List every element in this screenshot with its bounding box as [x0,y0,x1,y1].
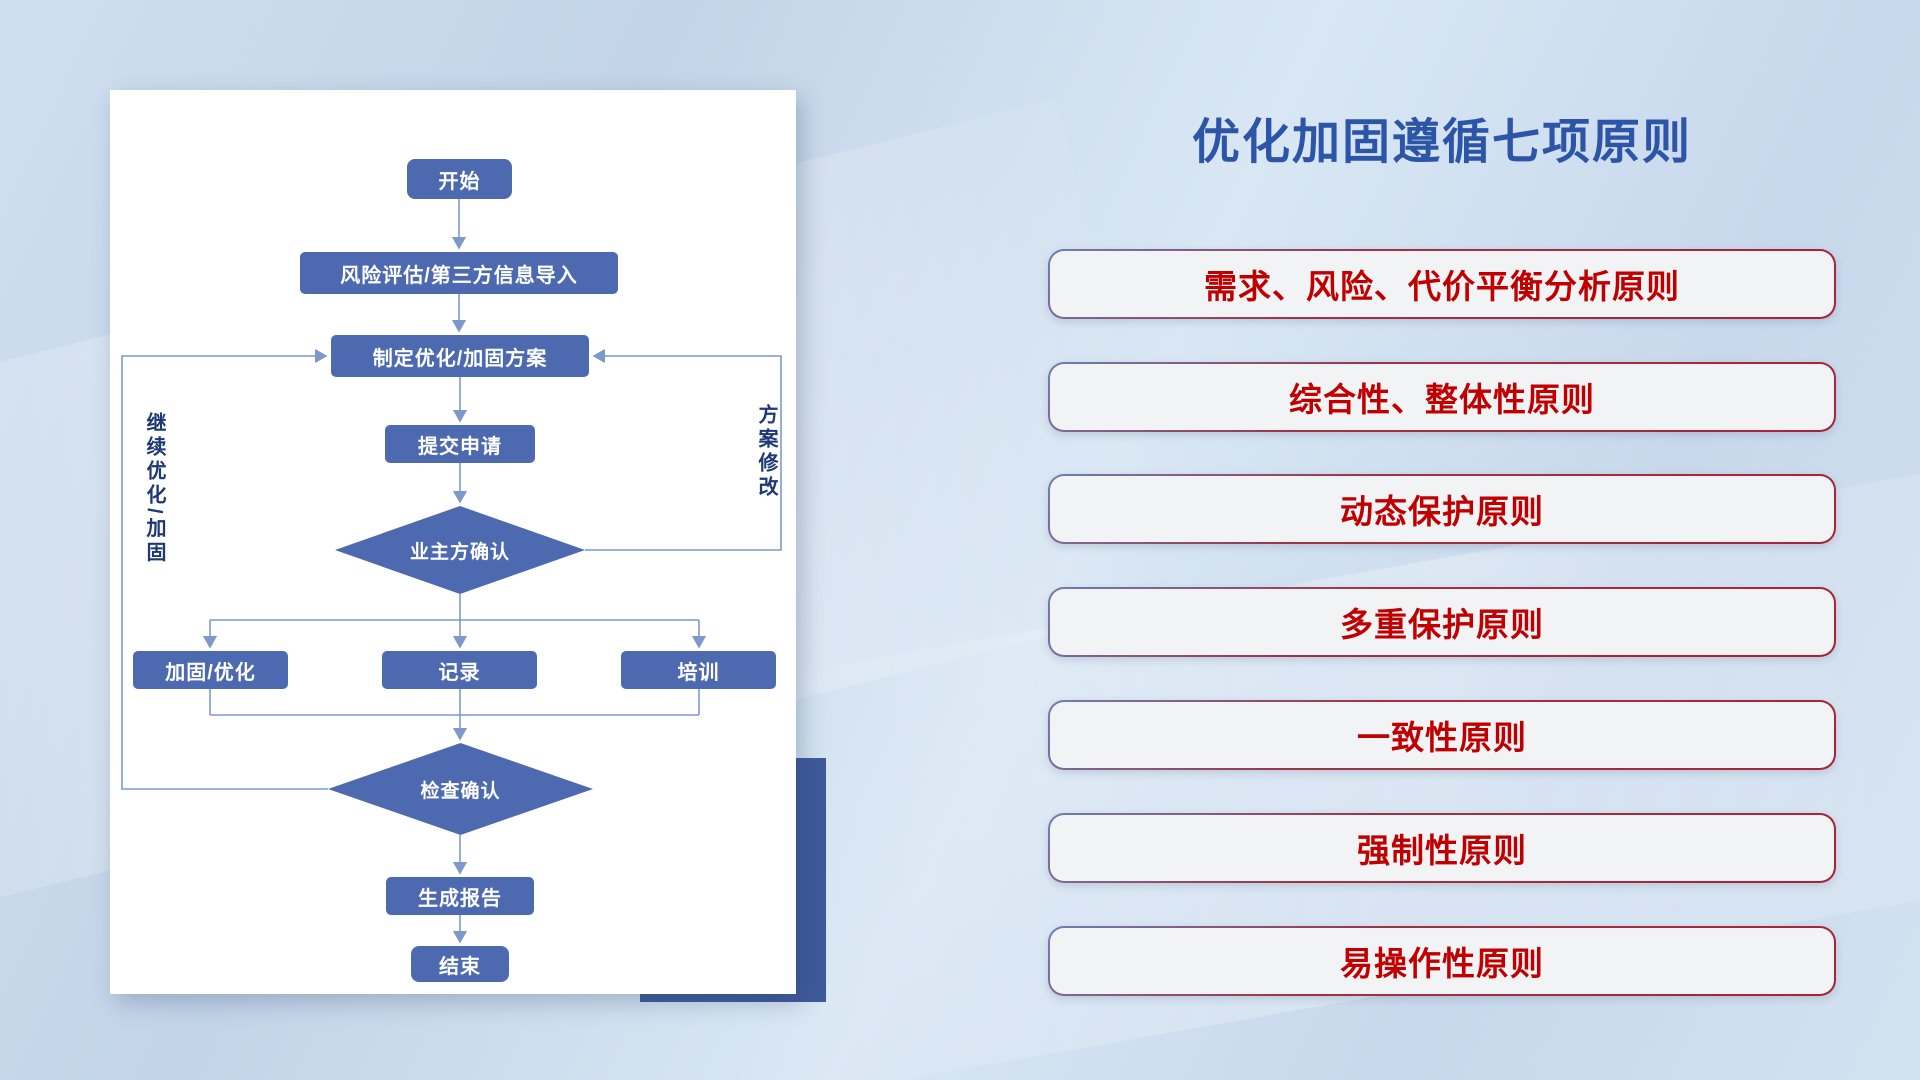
principles-title: 优化加固遵循七项原则 [1191,116,1692,169]
right-loop-label: 方案修改 [755,404,777,500]
principle-item-surface: 动态保护原则 [1050,476,1834,542]
flow-node-submit: 提交申请 [385,425,535,463]
flow-node-training: 培训 [621,651,776,689]
flow-node-start: 开始 [407,159,512,199]
principle-label: 强制性原则 [1357,832,1527,869]
flow-node-report: 生成报告 [386,877,534,915]
principle-item-surface: 需求、风险、代价平衡分析原则 [1050,251,1834,317]
principle-item-7: 易操作性原则 [1048,926,1836,996]
principle-item-surface: 一致性原则 [1050,702,1834,768]
flow-node-record: 记录 [382,651,537,689]
principle-item-surface: 易操作性原则 [1050,928,1834,994]
flow-node-make-plan: 制定优化/加固方案 [331,335,589,377]
left-loop-label: 继续优化/加固 [143,412,165,566]
principle-item-surface: 多重保护原则 [1050,589,1834,655]
principle-item-5: 一致性原则 [1048,700,1836,770]
flow-node-risk-import: 风险评估/第三方信息导入 [300,252,618,294]
principle-label: 多重保护原则 [1340,606,1544,643]
principle-label: 易操作性原则 [1340,945,1544,982]
principle-label: 需求、风险、代价平衡分析原则 [1204,268,1680,305]
principle-item-2: 综合性、整体性原则 [1048,362,1836,432]
principle-item-4: 多重保护原则 [1048,587,1836,657]
principle-item-6: 强制性原则 [1048,813,1836,883]
principle-label: 动态保护原则 [1340,493,1544,530]
principle-item-surface: 综合性、整体性原则 [1050,364,1834,430]
principle-item-3: 动态保护原则 [1048,474,1836,544]
flowchart-card: 开始 风险评估/第三方信息导入 制定优化/加固方案 提交申请 业主方确认 加固/… [110,90,796,994]
principle-label: 综合性、整体性原则 [1289,381,1595,418]
principle-label: 一致性原则 [1357,719,1527,756]
flow-node-end: 结束 [411,946,509,982]
flow-node-reinforce: 加固/优化 [133,651,288,689]
principle-item-1: 需求、风险、代价平衡分析原则 [1048,249,1836,319]
flowchart-connectors [121,199,782,944]
principle-item-surface: 强制性原则 [1050,815,1834,881]
